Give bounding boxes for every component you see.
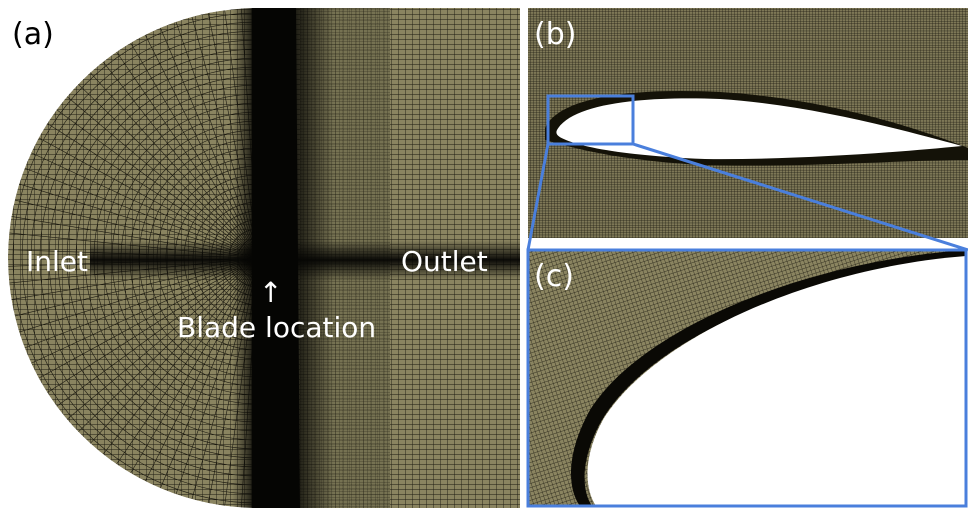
panel-a-band-fade-left bbox=[232, 8, 254, 508]
blade-location-label: Blade location bbox=[177, 311, 376, 344]
panel-b bbox=[528, 8, 968, 238]
panel-c-frame bbox=[526, 248, 968, 508]
arc-mesh-line bbox=[21, 21, 259, 495]
radial-mesh-line bbox=[66, 257, 259, 420]
panel-a-blade-band bbox=[252, 8, 300, 508]
panel-a-band-fade-right bbox=[294, 8, 334, 508]
panel-b-airfoil bbox=[556, 98, 962, 160]
panel-b-tag: (b) bbox=[534, 17, 576, 52]
panel-c-airfoil-boundary bbox=[570, 250, 966, 506]
radial-mesh-line bbox=[56, 257, 259, 407]
radial-mesh-line bbox=[90, 72, 259, 259]
panel-c-tag: (c) bbox=[534, 259, 574, 294]
radial-mesh-line bbox=[47, 123, 259, 259]
radial-mesh-line bbox=[78, 257, 259, 433]
zoom-connector-left bbox=[526, 143, 550, 251]
panel-a-tag: (a) bbox=[12, 17, 54, 52]
arc-mesh-line bbox=[30, 30, 259, 486]
arc-mesh-line bbox=[12, 12, 259, 504]
zoom-connector-right bbox=[632, 142, 968, 252]
radial-mesh-line bbox=[90, 257, 259, 444]
arrow-up-icon: ↑ bbox=[259, 276, 282, 309]
radial-mesh-line bbox=[78, 83, 259, 259]
radial-mesh-line bbox=[47, 257, 259, 393]
panel-c bbox=[526, 248, 968, 508]
arc-mesh-line bbox=[66, 66, 259, 450]
arc-mesh-line bbox=[57, 57, 259, 459]
radial-mesh-line bbox=[66, 96, 259, 259]
arc-mesh-line bbox=[84, 84, 259, 432]
arc-mesh-line bbox=[39, 39, 259, 477]
inlet-label: Inlet bbox=[26, 245, 88, 278]
arc-mesh-line bbox=[48, 48, 259, 468]
panel-c-airfoil bbox=[587, 256, 966, 506]
radial-mesh-line bbox=[38, 137, 259, 259]
panel-a bbox=[8, 8, 520, 508]
panel-b-zoom-box bbox=[546, 94, 635, 146]
arc-mesh-line bbox=[75, 75, 259, 441]
outlet-label: Outlet bbox=[401, 245, 488, 278]
radial-mesh-line bbox=[56, 109, 259, 259]
